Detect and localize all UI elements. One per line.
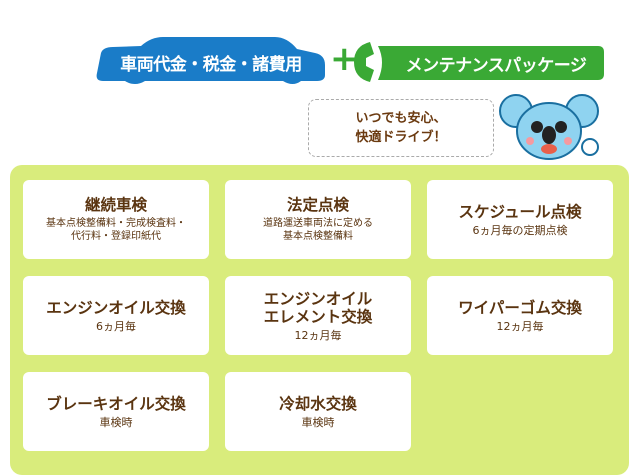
card-sub: 6ヵ月毎 — [96, 319, 136, 333]
maintenance-package-label: メンテナンスパッケージ — [405, 56, 587, 76]
car-cost-label: 車両代金・税金・諸費用 — [120, 55, 302, 75]
card-engine-oil: エンジンオイル交換 6ヵ月毎 — [23, 276, 209, 355]
card-wiper: ワイパーゴム交換 12ヵ月毎 — [427, 276, 613, 355]
speech-bubble: いつでも安心、 快適ドライブ！ — [308, 99, 494, 157]
card-sub: 6ヵ月毎の定期点検 — [472, 223, 568, 237]
card-title: 冷却水交換 — [279, 394, 357, 413]
card-oil-element: エンジンオイル エレメント交換 12ヵ月毎 — [225, 276, 411, 355]
card-shaken: 継続車検 基本点検整備料・完成検査料・代行料・登録印紙代 — [23, 180, 209, 259]
card-title: 法定点検 — [286, 196, 349, 214]
card-sub: 基本点検整備料・完成検査料・ — [46, 218, 186, 229]
koala-mascot-icon — [499, 94, 599, 160]
card-title: エレメント交換 — [263, 307, 373, 326]
card-sub: 12ヵ月毎 — [496, 319, 544, 333]
card-sub: 道路運送車両法に定める — [263, 218, 373, 229]
card-title: エンジンオイル — [263, 289, 373, 308]
car-cost-banner: 車両代金・税金・諸費用 — [93, 37, 329, 87]
card-sub: 代行料・登録印紙代 — [71, 231, 161, 242]
card-title: ワイパーゴム交換 — [458, 298, 582, 317]
card-title: スケジュール点検 — [458, 202, 582, 221]
bubble-line-1: いつでも安心、 — [355, 111, 447, 126]
card-sub: 基本点検整備料 — [283, 231, 353, 242]
card-brake-oil: ブレーキオイル交換 車検時 — [23, 372, 209, 451]
card-sub: 車検時 — [99, 415, 133, 429]
card-schedule-inspection: スケジュール点検 6ヵ月毎の定期点検 — [427, 180, 613, 259]
wrench-icon — [354, 42, 604, 82]
card-title: ブレーキオイル交換 — [46, 394, 186, 413]
card-title: エンジンオイル交換 — [46, 298, 186, 317]
card-legal-inspection: 法定点検 道路運送車両法に定める基本点検整備料 — [225, 180, 411, 259]
bubble-line-2: 快適ドライブ！ — [355, 130, 447, 145]
card-sub: 車検時 — [301, 415, 335, 429]
plus-icon: + — [330, 39, 359, 79]
card-title: 継続車検 — [84, 196, 147, 214]
maintenance-package-banner: メンテナンスパッケージ — [352, 40, 606, 84]
car-shape-icon — [96, 37, 325, 84]
card-coolant: 冷却水交換 車検時 — [225, 372, 411, 451]
card-sub: 12ヵ月毎 — [294, 328, 342, 342]
